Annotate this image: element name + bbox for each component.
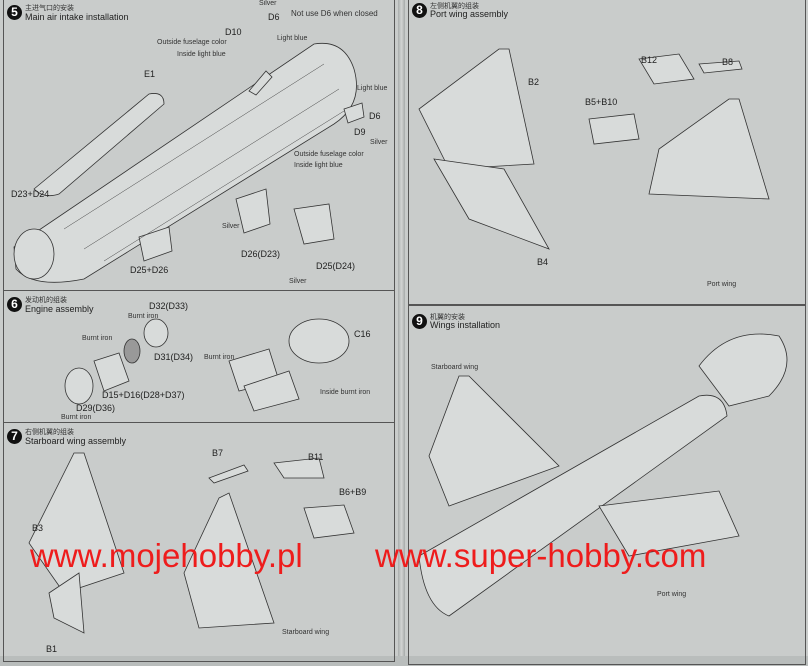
- part-label: D23+D24: [11, 189, 50, 199]
- step-8-panel: 8 左侧机翼的组装 Port wing assembly B2 B12 B8 B…: [408, 0, 806, 305]
- part-label: B1: [46, 644, 58, 654]
- part-label: D6: [268, 12, 280, 22]
- part-label: B8: [722, 57, 734, 67]
- part-label: D15+D16(D28+D37): [102, 390, 185, 400]
- callout: Silver: [259, 0, 277, 7]
- engine-assembly-diagram: [64, 318, 350, 412]
- part-label: D31(D34): [154, 352, 194, 362]
- starboard-wing-diagram: [28, 452, 355, 634]
- part-label: D10: [225, 27, 242, 37]
- part-label: B12: [641, 55, 658, 65]
- page-gutter: [398, 0, 405, 656]
- step-title-cn: 发动机的组装: [25, 297, 67, 304]
- part-label: B4: [537, 257, 549, 267]
- part-label: B7: [212, 448, 224, 458]
- part-label: C16: [354, 329, 371, 339]
- callout: Burnt iron: [61, 414, 92, 421]
- part-label: D9: [354, 127, 366, 137]
- main-air-intake-diagram: [13, 42, 365, 283]
- part-label: D29(D36): [76, 403, 116, 413]
- step-title: Starboard wing assembly: [25, 436, 127, 446]
- step-title: Engine assembly: [25, 304, 94, 314]
- callout: Outside fuselage color: [294, 151, 364, 158]
- part-label: B3: [32, 523, 44, 533]
- wings-installation-diagram: [418, 333, 788, 617]
- part-label: D32(D33): [149, 301, 189, 311]
- callout: Burnt iron: [128, 313, 159, 320]
- left-page: 5 主进气口的安装 Main air intake installation S…: [0, 0, 398, 662]
- callout: Burnt iron: [204, 354, 235, 361]
- step-title-cn: 右侧机翼的组装: [25, 429, 74, 436]
- watermark-mojehobby: www.mojehobby.pl: [30, 537, 303, 574]
- step-title-cn: 主进气口的安装: [25, 5, 74, 12]
- part-label: B5+B10: [585, 97, 618, 107]
- part-label: B2: [528, 77, 540, 87]
- step-title-cn: 机翼的安装: [430, 314, 465, 321]
- step-title: Port wing assembly: [430, 9, 509, 19]
- step-title: Wings installation: [430, 320, 501, 330]
- step-number: 8: [412, 3, 427, 18]
- step-number: 6: [7, 297, 22, 312]
- part-label: B11: [308, 452, 324, 462]
- callout: Light blue: [277, 35, 308, 42]
- step-title: Main air intake installation: [25, 12, 129, 22]
- port-wing-diagram: [418, 48, 770, 250]
- callout: Inside light blue: [294, 162, 343, 169]
- step-7-panel: 7 右侧机翼的组装 Starboard wing assembly B7 B11…: [3, 422, 395, 662]
- part-label: B6+B9: [339, 487, 367, 497]
- part-label: E1: [144, 69, 156, 79]
- callout: Outside fuselage color: [157, 39, 227, 46]
- step-5-panel: 5 主进气口的安装 Main air intake installation S…: [3, 0, 395, 291]
- callout: Port wing: [707, 281, 737, 288]
- step-number: 7: [7, 429, 22, 444]
- part-label: D25+D26: [130, 265, 169, 275]
- callout: Inside light blue: [177, 51, 226, 58]
- callout: Light blue: [357, 85, 388, 92]
- callout: Burnt iron: [82, 335, 113, 342]
- callout: Not use D6 when closed: [291, 9, 378, 18]
- step-number: 5: [7, 5, 22, 20]
- step-number: 9: [412, 314, 427, 329]
- callout: Silver: [370, 139, 388, 146]
- part-label: D6: [369, 111, 381, 121]
- right-page: 8 左侧机翼的组装 Port wing assembly B2 B12 B8 B…: [405, 0, 808, 665]
- part-label: D25(D24): [316, 261, 356, 271]
- step-title-cn: 左侧机翼的组装: [430, 3, 479, 10]
- callout: Port wing: [657, 591, 687, 598]
- step-9-panel: 9 机翼的安装 Wings installation Starboard win…: [408, 305, 806, 665]
- part-label: D26(D23): [241, 249, 281, 259]
- callout: Starboard wing: [282, 629, 330, 636]
- step-6-panel: 6 发动机的组装 Engine assembly D32(D33) Burnt …: [3, 290, 395, 423]
- callout: Silver: [222, 223, 240, 230]
- callout: Starboard wing: [431, 364, 479, 371]
- watermark-super-hobby: www.super-hobby.com: [375, 537, 707, 574]
- callout: Inside burnt iron: [320, 389, 371, 396]
- callout: Silver: [289, 278, 307, 285]
